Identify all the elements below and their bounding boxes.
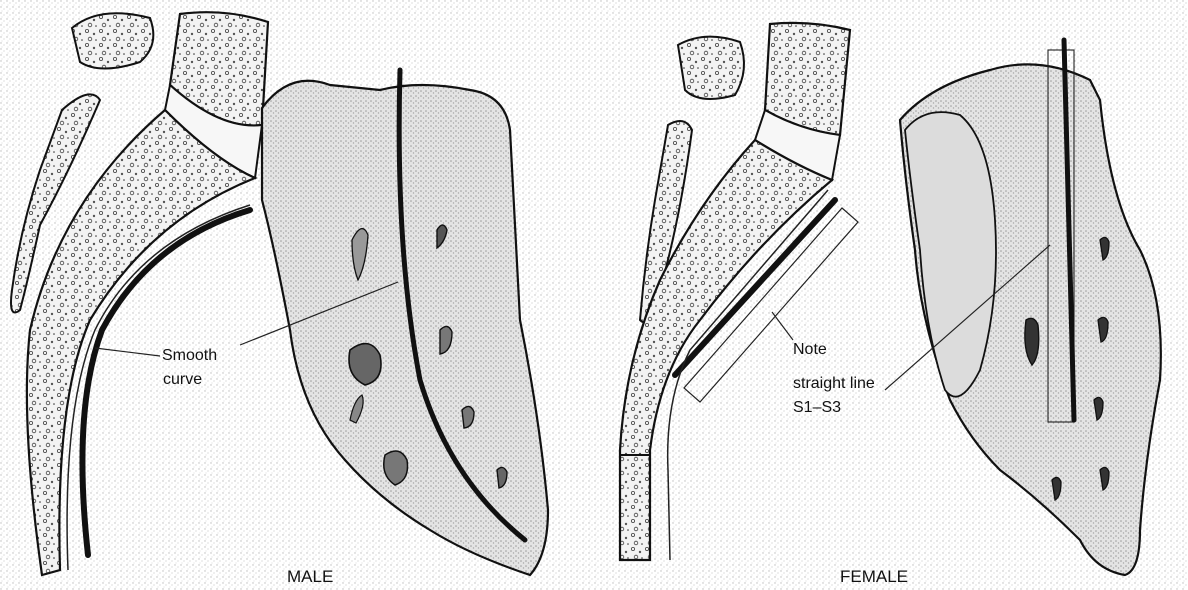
male-l5-process [72,13,153,68]
female-label-line1: Note [793,341,827,358]
female-label-line2: straight line [793,375,875,392]
female-caption: FEMALE [840,567,908,586]
male-label-line1: Smooth [162,347,217,364]
male-label-line2: curve [163,371,202,388]
male-caption: MALE [287,567,333,586]
female-l5-process [678,37,744,99]
female-label-line3: S1–S3 [793,399,841,416]
